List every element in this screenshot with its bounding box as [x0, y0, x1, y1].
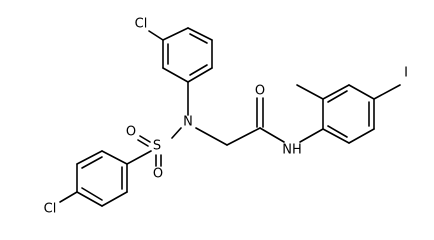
atom-labels: Cl N S O O Cl O NH I [44, 17, 408, 217]
oxygen-label-sulfonyl-bottom: O [153, 167, 163, 182]
oxygen-label-carbonyl: O [255, 84, 265, 99]
nitrogen-label-sulfonamide: N [183, 115, 193, 130]
iodine-label: I [404, 66, 408, 81]
sulfur-label: S [153, 139, 161, 154]
chlorine-label-top: Cl [135, 17, 148, 32]
amide-nh-label: NH [282, 143, 302, 158]
bond-lines [59, 27, 401, 207]
oxygen-label-sulfonyl-left: O [126, 125, 136, 140]
chlorine-label-bottom: Cl [44, 202, 57, 217]
